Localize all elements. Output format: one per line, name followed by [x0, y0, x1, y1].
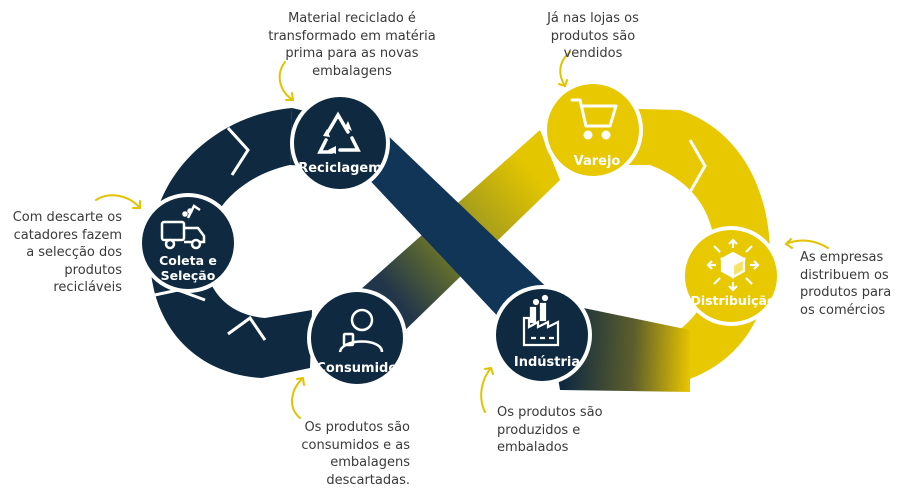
consumidor-caption: Os produtos são consumidos e as embalage… [270, 419, 410, 489]
caption-line: os comércios [800, 302, 886, 318]
coleta-caption: Com descarte os catadores fazem a selecç… [2, 209, 122, 297]
arrow-to-reciclagem [278, 61, 294, 101]
caption-line: descartadas. [326, 472, 410, 488]
node-coleta: Coleta e Seleção [138, 193, 238, 293]
recycle-icon [317, 111, 361, 154]
reciclagem-label: Reciclagem [298, 161, 382, 176]
crossing-band-falling [362, 128, 560, 340]
caption-line: produzidos e [497, 422, 581, 438]
factory-icon [522, 294, 560, 347]
caption-line: recicláveis [53, 280, 122, 295]
consumer-icon [338, 308, 384, 353]
reciclagem-caption: Material reciclado é transformado em mat… [262, 10, 442, 80]
caption-line: Material reciclado é [288, 11, 416, 26]
caption-line: vendidos [563, 46, 623, 61]
caption-line: Os produtos são [304, 420, 410, 435]
caption-line: catadores fazem [13, 227, 122, 243]
caption-line: Os produtos são [497, 405, 603, 420]
varejo-caption: Já nas lojas os produtos são vendidos [528, 10, 658, 63]
consumidor-label: Consumidor [316, 361, 404, 376]
coleta-label-line2: Seleção [161, 268, 216, 283]
varejo-label: Varejo [574, 154, 621, 169]
caption-line: prima para as novas [285, 46, 419, 61]
node-consumidor: Consumidor [307, 288, 407, 388]
caption-line: distribuem os [800, 267, 889, 283]
distribuicao-label: Distribuição [690, 293, 776, 308]
caption-line: embalagens [312, 63, 392, 79]
caption-line: As empresas [800, 250, 884, 265]
arrow-to-consumidor [291, 377, 305, 419]
caption-line: transformado em matéria [268, 28, 436, 44]
caption-line: Já nas lojas os [547, 11, 639, 26]
caption-line: a selecção dos [26, 245, 122, 260]
node-industria: Indústria [492, 285, 592, 385]
arrow-to-varejo [558, 51, 571, 87]
distribution-box-icon [706, 238, 760, 292]
caption-line: embalados [497, 440, 569, 455]
arrow-to-coleta [95, 194, 141, 209]
caption-line: embalagens [330, 455, 410, 470]
caption-line: produtos para [800, 285, 892, 300]
garbage-truck-icon [160, 204, 206, 250]
caption-line: produtos são [550, 28, 636, 44]
industria-caption: Os produtos são produzidos e embalados [497, 404, 627, 457]
caption-line: consumidos e as [301, 437, 410, 453]
node-varejo: Varejo [543, 80, 643, 180]
arrow-to-distribuicao [785, 238, 829, 249]
coleta-label-line1: Coleta e [159, 253, 217, 268]
arrow-to-industria [480, 367, 494, 413]
distribuicao-caption: As empresas distribuem os produtos para … [800, 249, 899, 319]
shopping-cart-icon [570, 98, 618, 140]
industria-label: Indústria [514, 355, 580, 370]
caption-line: produtos [64, 262, 122, 278]
caption-line: Com descarte os [12, 210, 122, 225]
node-distribuicao: Distribuição [681, 226, 781, 326]
node-reciclagem: Reciclagem [290, 93, 390, 193]
